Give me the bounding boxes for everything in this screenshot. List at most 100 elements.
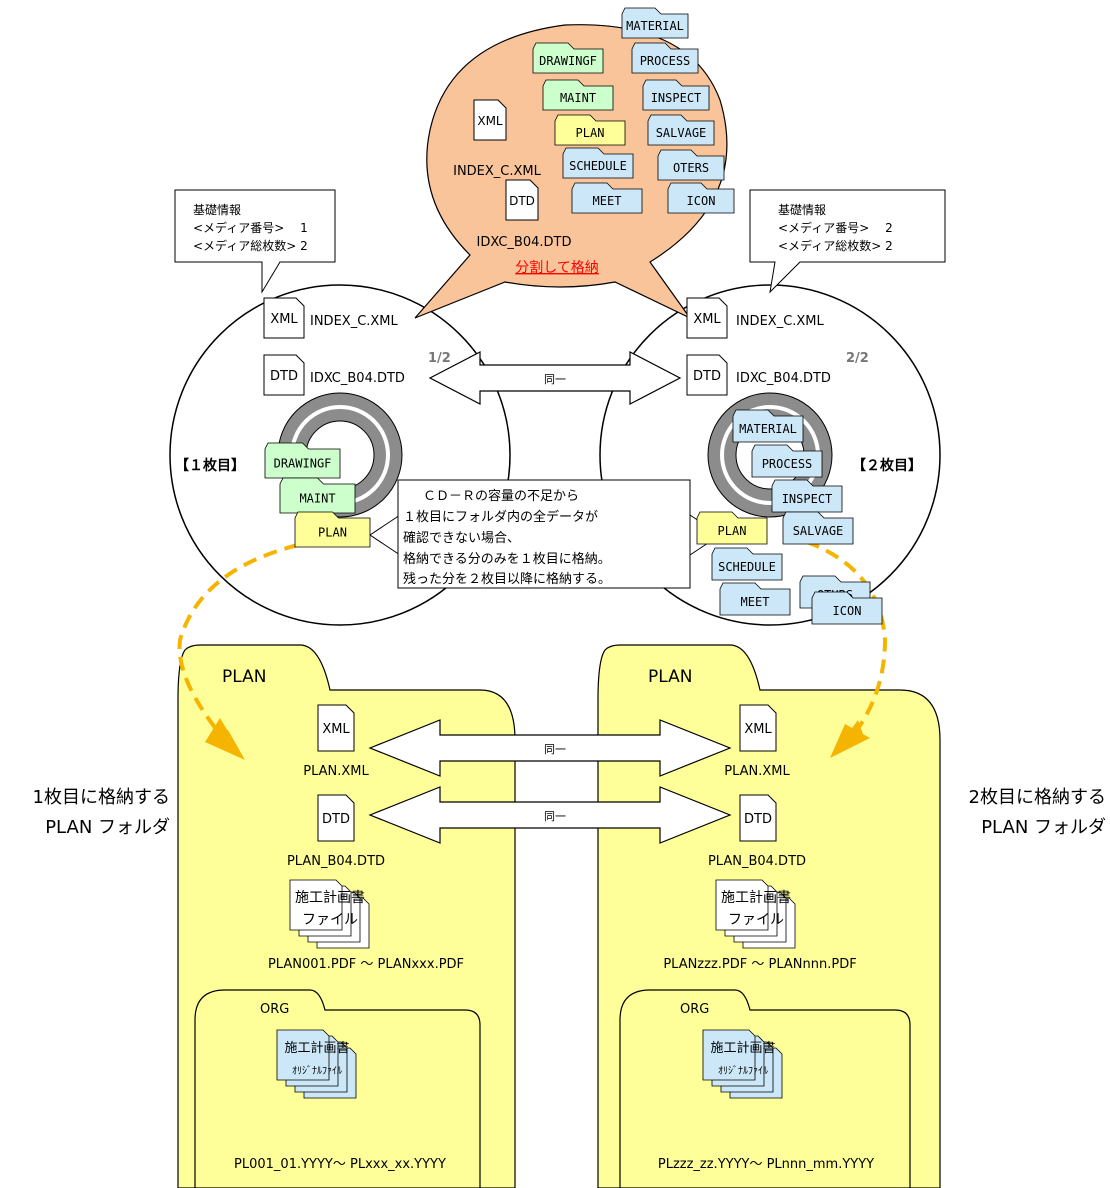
plan1-org-stack-line2: ｵﾘｼﾞﾅﾙﾌｧｲﾙ [292, 1065, 342, 1077]
plan2-xml-icon: XML [739, 704, 777, 752]
disc2-folder-process-label: PROCESS [762, 457, 813, 471]
same-label-xml: 同一 [544, 743, 566, 756]
disc1-index-file: INDEX_C.XML [310, 314, 399, 329]
bubble-dtd-icon: DTD [505, 179, 539, 221]
same-arrow-disc [428, 351, 682, 405]
bubble-folder-maint: MAINT [542, 79, 614, 111]
disc1-dtd-file: IDXC_B04.DTD [310, 371, 405, 386]
note-line-2: １枚目にフォルダ内の全データが [403, 509, 598, 525]
plan2-xml-icon-label: XML [744, 722, 772, 737]
plan1-dtd-file: PLAN_B04.DTD [287, 854, 385, 869]
plan2-title: PLAN [648, 667, 692, 687]
bubble-folder-schedule-label: SCHEDULE [569, 159, 627, 173]
side-label-left-line1: 1枚目に格納する [32, 787, 170, 808]
bubble-folder-inspect-label: INSPECT [651, 91, 702, 105]
plan2-org-title: ORG [680, 1002, 709, 1017]
info1-title: 基礎情報 [193, 203, 241, 217]
info-callout-2 [749, 189, 946, 294]
plan1-xml-icon-label: XML [322, 722, 350, 737]
disc1-label: 【１枚目】 [175, 457, 245, 474]
note-line-1: ＣＤ－Ｒの容量の不足から [423, 488, 579, 504]
disc2-folder-material-label: MATERIAL [739, 422, 797, 436]
bubble-xml-icon-label: XML [477, 114, 503, 128]
disc2-folder-salvage-label: SALVAGE [793, 524, 844, 538]
plan1-org-stack-front-sheet [276, 1029, 330, 1081]
disc1-folder-drawingf: DRAWINGF [264, 442, 341, 479]
plan1-xml-file: PLAN.XML [303, 764, 369, 779]
bubble-index-file: INDEX_C.XML [453, 164, 542, 179]
disc1-dtd-icon-label: DTD [270, 369, 298, 384]
info1-media-total: <メディア総枚数> 2 [193, 238, 308, 253]
plan2-pdf-range: PLANzzz.PDF ～ PLANnnn.PDF [663, 957, 856, 972]
plan1-org-stack-line1: 施工計画書 [284, 1040, 349, 1056]
bubble-folder-inspect: INSPECT [642, 79, 710, 111]
plan2-org-stack-line1: 施工計画書 [710, 1040, 775, 1056]
plan2-org-stack-line2: ｵﾘｼﾞﾅﾙﾌｧｲﾙ [718, 1065, 768, 1077]
plan1-dtd-icon-label: DTD [322, 812, 350, 827]
disc1-dtd-icon: DTD [263, 354, 305, 396]
same-label-disc: 同一 [544, 373, 566, 386]
bubble-folder-icon-label: ICON [687, 194, 716, 208]
disc2-folder-schedule: SCHEDULE [711, 547, 783, 581]
plan2-org-range: PLzzz_zz.YYYY～ PLnnn_mm.YYYY [658, 1157, 874, 1172]
bubble-folder-icon: ICON [667, 182, 735, 214]
disc2-folder-inspect-label: INSPECT [782, 492, 833, 506]
disc2-folder-inspect: INSPECT [771, 479, 843, 513]
info2-title: 基礎情報 [778, 203, 826, 217]
disc2-dtd-icon-label: DTD [693, 369, 721, 384]
disc1-folder-drawingf-label: DRAWINGF [274, 457, 332, 471]
plan2-doc-stack-line1: 施工計画書 [721, 890, 791, 906]
bubble-folder-drawingf: DRAWINGF [532, 42, 604, 74]
disc2-folder-plan-label: PLAN [718, 524, 747, 538]
disc2-label: 【２枚目】 [852, 457, 922, 474]
plan2-dtd-icon: DTD [739, 794, 777, 842]
bubble-folder-salvage: SALVAGE [647, 114, 715, 146]
bubble-folder-maint-label: MAINT [560, 91, 596, 105]
bubble-xml-icon: XML [473, 99, 507, 141]
side-label-left-line2: PLAN フォルダ [45, 817, 170, 838]
plan1-dtd-icon: DTD [317, 794, 355, 842]
plan1-title: PLAN [222, 667, 266, 687]
disc2-folder-process: PROCESS [751, 444, 823, 478]
bubble-folder-drawingf-label: DRAWINGF [539, 54, 597, 68]
bubble-folder-process-label: PROCESS [640, 54, 691, 68]
disc1-folder-plan-label: PLAN [318, 526, 347, 540]
disc2-folder-schedule-label: SCHEDULE [718, 560, 776, 574]
bubble-dtd-file: IDXC_B04.DTD [477, 235, 572, 250]
plan1-doc-stack-line2: ファイル [302, 912, 358, 928]
disc2-folder-icon-label: ICON [833, 604, 862, 618]
note-line-4: 格納できる分のみを１枚目に格納。 [403, 551, 611, 567]
disc2-page: 2/2 [846, 351, 869, 366]
dashed-arrow-right [784, 533, 888, 747]
disc2-dtd-file: IDXC_B04.DTD [736, 371, 831, 386]
bubble-folder-meet-label: MEET [593, 194, 622, 208]
bubble-folder-schedule: SCHEDULE [562, 147, 634, 179]
arrowhead-right [830, 720, 870, 758]
bubble-folder-process: PROCESS [631, 42, 699, 74]
bubble-folder-salvage-label: SALVAGE [656, 126, 707, 140]
info1-media-no: <メディア番号> 1 [193, 220, 308, 235]
disc1-xml-icon: XML [263, 297, 305, 339]
bubble-folder-material: MATERIAL [621, 7, 689, 39]
same-label-dtd: 同一 [544, 810, 566, 823]
note-line-3: 確認できない場合、 [403, 530, 520, 546]
plan2-org-stack-front-sheet [702, 1029, 756, 1081]
bubble-folder-plan-label: PLAN [576, 126, 605, 140]
bubble-split-label: 分割して格納 [515, 259, 599, 276]
plan1-doc-stack-line1: 施工計画書 [295, 890, 365, 906]
side-label-right-line2: PLAN フォルダ [981, 817, 1106, 838]
bubble-dtd-icon-label: DTD [509, 194, 535, 208]
info2-media-no: <メディア番号> 2 [778, 220, 893, 235]
note-line-5: 残った分を２枚目以降に格納する。 [403, 571, 611, 587]
dashed-arrow-left [177, 543, 299, 742]
disc2-folder-salvage: SALVAGE [782, 511, 854, 545]
bubble-folder-oters-label: OTERS [673, 161, 709, 175]
side-label-right-line1: 2枚目に格納する [968, 787, 1106, 808]
plan1-org-range: PL001_01.YYYY～ PLxxx_xx.YYYY [234, 1157, 446, 1172]
plan1-org-title: ORG [260, 1002, 289, 1017]
disc2-index-file: INDEX_C.XML [736, 314, 825, 329]
disc2-xml-icon-label: XML [693, 312, 721, 327]
disc2-folder-material: MATERIAL [732, 409, 804, 443]
arrowhead-left [205, 718, 245, 760]
disc2-folder-meet: MEET [719, 582, 791, 616]
